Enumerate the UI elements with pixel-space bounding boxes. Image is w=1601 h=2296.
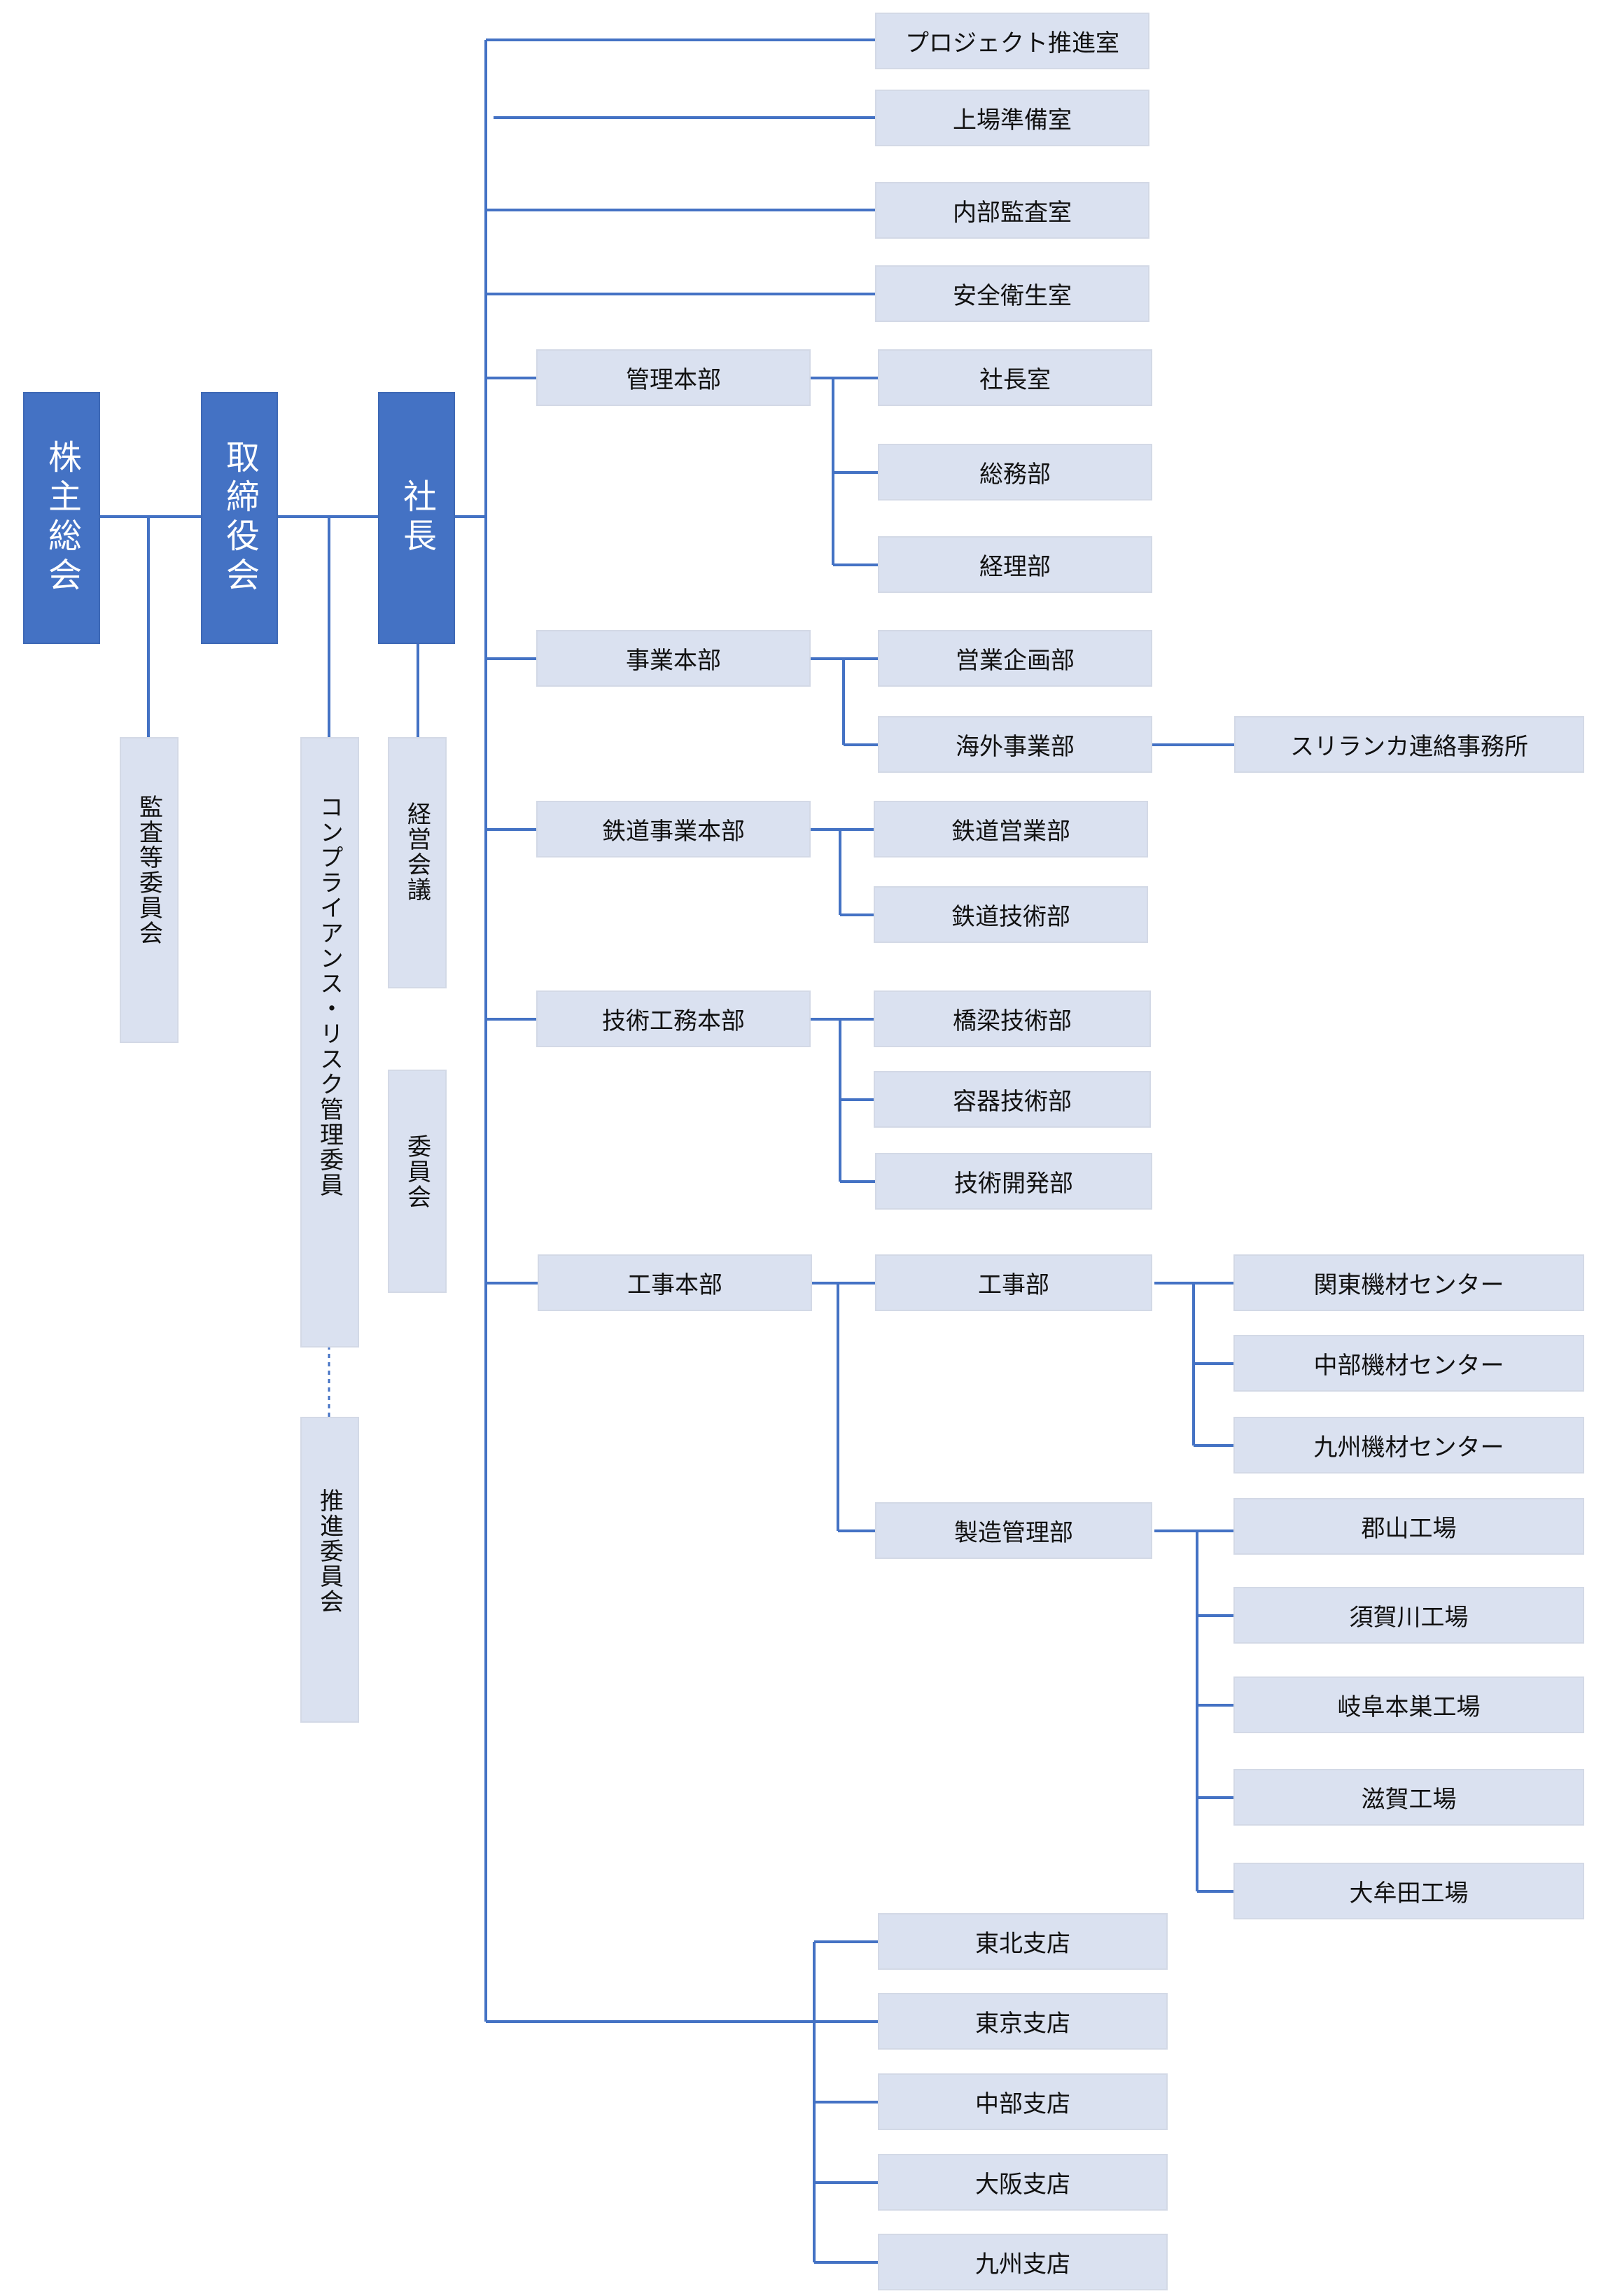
safety-office-box: 安全衛生室 [875, 265, 1149, 322]
sales-planning-box: 営業企画部 [878, 630, 1152, 687]
kyushu-branch-box: 九州支店 [878, 2234, 1168, 2290]
chubu-center-box: 中部機材センター [1233, 1335, 1584, 1392]
construction-division-box: 工事本部 [538, 1254, 812, 1311]
shiga-factory-box: 滋賀工場 [1233, 1769, 1584, 1826]
bridge-tech-box: 橋梁技術部 [874, 990, 1151, 1047]
omuta-factory-box: 大牟田工場 [1233, 1863, 1584, 1919]
engineering-division-box: 技術工務本部 [536, 990, 811, 1047]
overseas-business-box: 海外事業部 [878, 716, 1152, 773]
management-meeting-box: 経営会議 [388, 737, 447, 988]
srilanka-office-box: スリランカ連絡事務所 [1234, 716, 1584, 773]
gifu-factory-box: 岐阜本巣工場 [1233, 1676, 1584, 1733]
shareholders-meeting-box: 株主総会 [23, 392, 100, 644]
manufacturing-dept-box: 製造管理部 [875, 1502, 1152, 1559]
audit-committee-box: 監査等委員会 [120, 737, 179, 1043]
tokyo-branch-box: 東京支店 [878, 1993, 1168, 2050]
koriyama-factory-box: 郡山工場 [1233, 1498, 1584, 1555]
osaka-branch-box: 大阪支店 [878, 2154, 1168, 2211]
president-box: 社長 [378, 392, 455, 644]
sukagawa-factory-box: 須賀川工場 [1233, 1587, 1584, 1644]
railway-tech-box: 鉄道技術部 [874, 886, 1148, 943]
internal-audit-box: 内部監査室 [875, 182, 1149, 239]
tech-development-box: 技術開発部 [875, 1153, 1152, 1210]
business-division-box: 事業本部 [536, 630, 811, 687]
railway-sales-box: 鉄道営業部 [874, 801, 1148, 858]
promotion-committee-box: 推進委員会 [300, 1417, 359, 1723]
chubu-branch-box: 中部支店 [878, 2073, 1168, 2130]
board-of-directors-box: 取締役会 [201, 392, 278, 644]
tohoku-branch-box: 東北支店 [878, 1913, 1168, 1970]
compliance-committee-box: コンプライアンス・リスク管理委員 [300, 737, 359, 1348]
project-office-box: プロジェクト推進室 [875, 13, 1149, 69]
kyushu-center-box: 九州機材センター [1233, 1417, 1584, 1474]
committee-box: 委員会 [388, 1070, 447, 1293]
listing-office-box: 上場準備室 [875, 90, 1149, 146]
president-office-box: 社長室 [878, 349, 1152, 406]
vessel-tech-box: 容器技術部 [874, 1071, 1151, 1128]
kanto-center-box: 関東機材センター [1233, 1254, 1584, 1311]
admin-division-box: 管理本部 [536, 349, 811, 406]
general-affairs-box: 総務部 [878, 444, 1152, 500]
railway-division-box: 鉄道事業本部 [536, 801, 811, 858]
works-dept-box: 工事部 [875, 1254, 1152, 1311]
accounting-box: 経理部 [878, 536, 1152, 593]
